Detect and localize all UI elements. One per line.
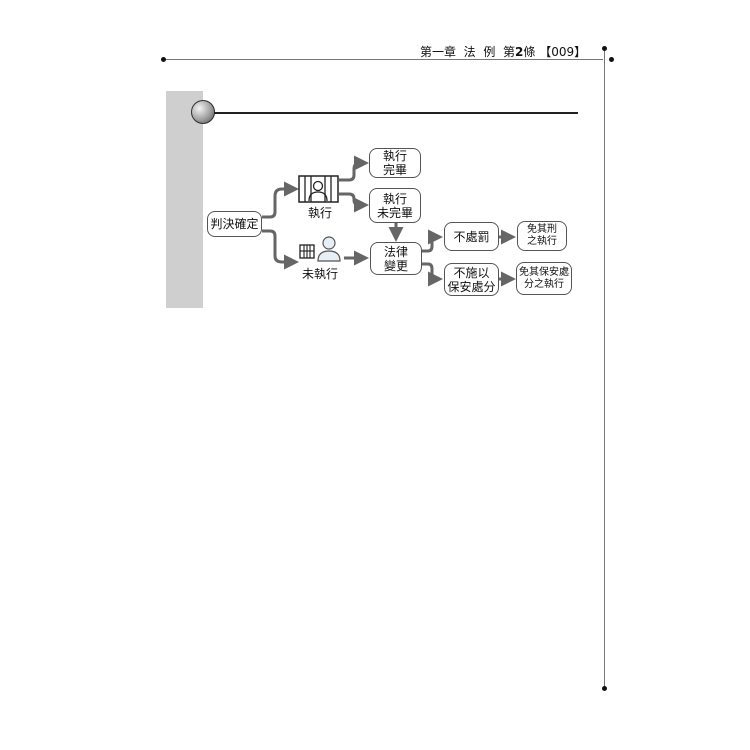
chapter-part-2: 例: [483, 45, 496, 59]
arrow-to-no-security: [422, 262, 443, 287]
side-bar: [166, 91, 203, 308]
arrow-to-exec-complete: [339, 155, 369, 182]
rule-dot-top: [602, 46, 607, 51]
rule-dot-bottom: [602, 686, 607, 691]
arrow-to-no-punishment: [422, 229, 443, 253]
exec-incomplete-box: 執行 未完畢: [369, 188, 421, 223]
article-prefix: 第: [502, 45, 515, 59]
page-number: 【009】: [539, 45, 587, 59]
article-suffix: 條: [523, 45, 536, 59]
prison-inmate-icon: [298, 175, 339, 203]
exempt-security-box: 免其保安處 分之執行: [516, 262, 572, 295]
not-executed-label: 未執行: [302, 267, 339, 281]
arrow-to-executed: [262, 181, 299, 219]
section-rule: [214, 112, 578, 114]
arrow-to-not-executed: [262, 229, 299, 270]
running-header: 第一章 法 例 第2條 【009】: [420, 44, 598, 60]
no-security-measure-box: 不施以 保安處分: [444, 263, 499, 296]
margin-rule: [604, 48, 605, 688]
chapter-part-1: 法: [463, 45, 476, 59]
chapter-title: 第一章: [420, 45, 457, 59]
header-rule: [163, 59, 603, 60]
article-number: 2: [514, 45, 524, 59]
rule-dot-left: [161, 57, 166, 62]
exec-complete-box: 執行 完畢: [369, 148, 421, 178]
arrow-to-exec-incomplete: [339, 192, 369, 213]
executed-label: 執行: [308, 206, 333, 220]
rule-dot-right: [609, 57, 614, 62]
cell-person-icon: [299, 236, 341, 262]
section-bullet-icon: [191, 100, 215, 124]
no-punishment-box: 不處罰: [444, 222, 499, 251]
exempt-punishment-box: 免其刑 之執行: [517, 221, 567, 251]
law-change-box: 法律 變更: [370, 242, 422, 275]
judgment-final-box: 判決確定: [207, 211, 262, 237]
